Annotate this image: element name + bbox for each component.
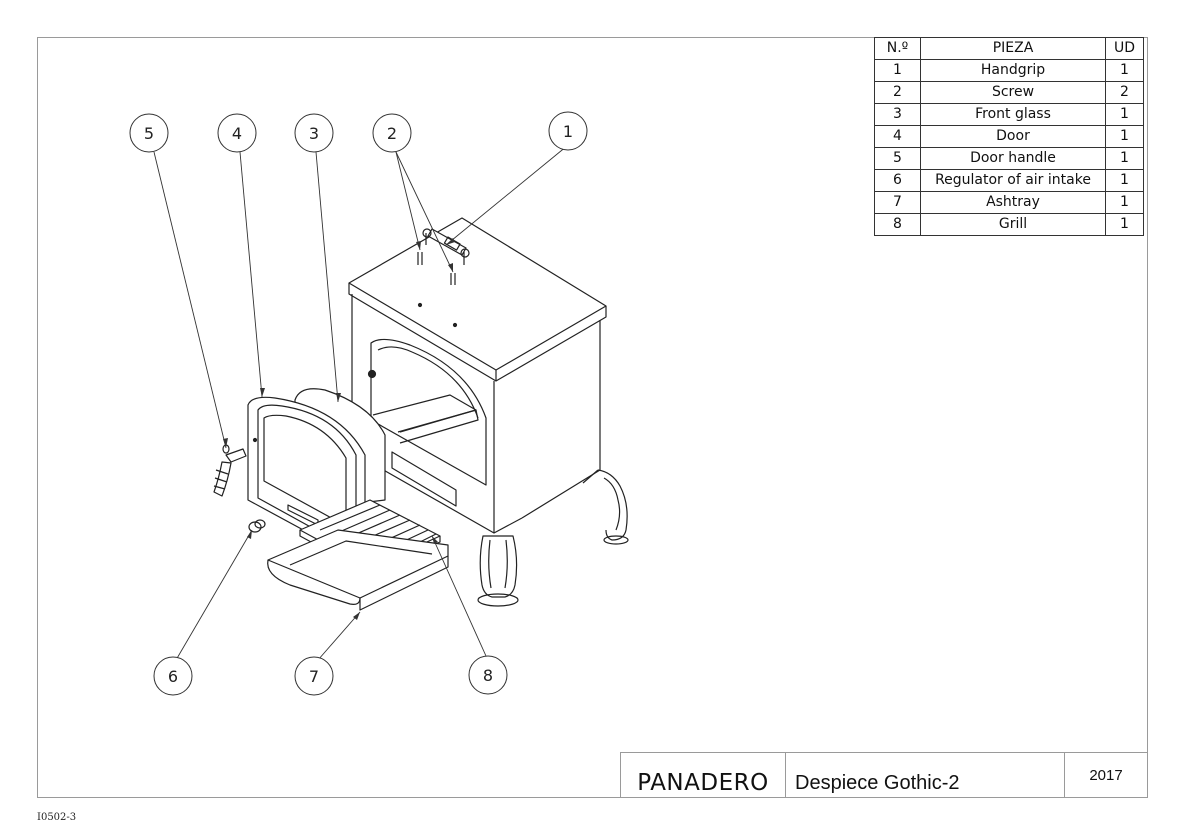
row-part-name: Regulator of air intake bbox=[920, 169, 1106, 192]
balloon-5: 5 bbox=[129, 113, 169, 153]
row-units: 1 bbox=[1105, 59, 1144, 82]
svg-text:4: 4 bbox=[232, 124, 242, 143]
table-row: 4 Door 1 bbox=[874, 125, 1144, 148]
svg-text:1: 1 bbox=[563, 122, 573, 141]
balloon-3: 3 bbox=[294, 113, 334, 153]
row-part-name: Grill bbox=[920, 213, 1106, 236]
table-row: 2 Screw 2 bbox=[874, 81, 1144, 104]
drawing-frame bbox=[37, 37, 1148, 798]
svg-text:8: 8 bbox=[483, 666, 493, 685]
balloon-8: 8 bbox=[468, 655, 508, 695]
balloon-6: 6 bbox=[153, 656, 193, 696]
svg-text:7: 7 bbox=[309, 667, 319, 686]
balloon-4: 4 bbox=[217, 113, 257, 153]
table-row: 6 Regulator of air intake 1 bbox=[874, 169, 1144, 192]
leader-arrows bbox=[223, 238, 455, 620]
row-number: 5 bbox=[874, 147, 921, 170]
row-number: 2 bbox=[874, 81, 921, 104]
row-part-name: Screw bbox=[920, 81, 1106, 104]
stove-body bbox=[348, 217, 629, 607]
row-number: 8 bbox=[874, 213, 921, 236]
company-name: PANADERO bbox=[621, 753, 786, 798]
row-part-name: Handgrip bbox=[920, 59, 1106, 82]
header-units: UD bbox=[1105, 37, 1144, 60]
row-number: 7 bbox=[874, 191, 921, 214]
svg-text:3: 3 bbox=[309, 124, 319, 143]
ashtray bbox=[267, 529, 449, 611]
drawing-id: I0502-3 bbox=[37, 812, 77, 823]
row-number: 1 bbox=[874, 59, 921, 82]
table-row: 1 Handgrip 1 bbox=[874, 59, 1144, 82]
row-units: 1 bbox=[1105, 169, 1144, 192]
row-units: 1 bbox=[1105, 125, 1144, 148]
row-units: 1 bbox=[1105, 213, 1144, 236]
row-number: 6 bbox=[874, 169, 921, 192]
drawing-title: Despiece Gothic-2 bbox=[786, 753, 1065, 798]
row-units: 1 bbox=[1105, 147, 1144, 170]
table-row: 3 Front glass 1 bbox=[874, 103, 1144, 126]
balloon-1: 1 bbox=[548, 111, 588, 151]
air-intake-regulator bbox=[248, 519, 266, 533]
row-number: 3 bbox=[874, 103, 921, 126]
header-number: N.º bbox=[874, 37, 921, 60]
row-part-name: Door handle bbox=[920, 147, 1106, 170]
row-part-name: Ashtray bbox=[920, 191, 1106, 214]
row-part-name: Door bbox=[920, 125, 1106, 148]
svg-text:2: 2 bbox=[387, 124, 397, 143]
row-units: 2 bbox=[1105, 81, 1144, 104]
drawing-year: 2017 bbox=[1089, 767, 1123, 784]
screws bbox=[417, 252, 456, 285]
row-part-name: Front glass bbox=[920, 103, 1106, 126]
table-row: 8 Grill 1 bbox=[874, 213, 1144, 236]
door-handle bbox=[213, 444, 247, 497]
parts-table-header: N.º PIEZA UD bbox=[874, 37, 1144, 60]
balloon-2: 2 bbox=[372, 113, 412, 153]
balloons: 5 4 3 2 1 6 7 8 bbox=[129, 111, 588, 696]
table-row: 7 Ashtray 1 bbox=[874, 191, 1144, 214]
svg-text:5: 5 bbox=[144, 124, 154, 143]
parts-table: N.º PIEZA UD 1 Handgrip 1 2 Screw 2 3 Fr… bbox=[874, 37, 1144, 236]
title-block: PANADERO Despiece Gothic-2 2017 bbox=[620, 752, 1147, 798]
handgrip bbox=[422, 228, 470, 265]
row-units: 1 bbox=[1105, 191, 1144, 214]
balloon-7: 7 bbox=[294, 656, 334, 696]
table-row: 5 Door handle 1 bbox=[874, 147, 1144, 170]
svg-text:6: 6 bbox=[168, 667, 178, 686]
row-number: 4 bbox=[874, 125, 921, 148]
row-units: 1 bbox=[1105, 103, 1144, 126]
leader-lines bbox=[153, 145, 568, 661]
header-part: PIEZA bbox=[920, 37, 1106, 60]
